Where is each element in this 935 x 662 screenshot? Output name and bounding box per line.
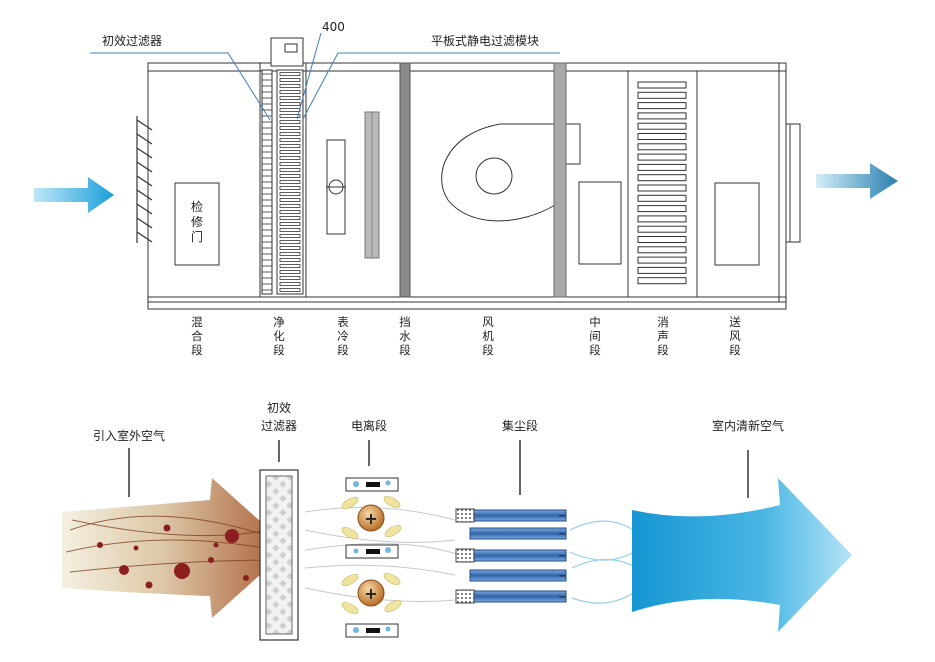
ahu-schematic: 检 修 门: [34, 20, 898, 357]
ion-ball-lower: [357, 579, 385, 607]
dirty-air-streaks: [65, 515, 286, 573]
collector-plate: −: [469, 569, 567, 582]
ion-plus-upper: +: [364, 509, 377, 528]
intermediate-bar: [553, 62, 567, 298]
silencer: [637, 81, 687, 285]
inlet-louver: [136, 116, 153, 243]
label-ionization: 电离段: [351, 418, 387, 433]
collector-plate: −: [455, 508, 567, 523]
label-primary-filter: 初效过滤器: [102, 33, 162, 48]
clean-airflow-curves: [569, 520, 641, 604]
label-outdoor-air: 引入室外空气: [93, 428, 165, 443]
pollutant-particles: [97, 524, 249, 589]
ionization-section: + +: [341, 477, 402, 638]
ion-ball-upper: [357, 504, 385, 532]
access-door-label-3: 门: [191, 229, 203, 244]
section-label: 消声段: [657, 315, 669, 357]
ion-plate-middle: [345, 544, 399, 559]
clean-air-arrow: [632, 478, 852, 632]
plate-minus-symbol: −: [558, 511, 566, 522]
collector-plate: −: [469, 527, 567, 540]
dirty-air-arrow: [62, 478, 290, 618]
fan-unit: [441, 123, 581, 222]
section-label: 净化段: [273, 315, 285, 357]
plate-minus-symbol: −: [558, 571, 566, 582]
plate-minus-symbol: −: [558, 592, 566, 603]
cooling-coil: [326, 111, 380, 259]
plate-minus-symbol: −: [558, 551, 566, 562]
label-dimension: 400: [322, 20, 345, 34]
ion-plate-bottom: [345, 623, 399, 638]
plate-minus-symbol: −: [558, 529, 566, 540]
outlet-flange: [785, 123, 801, 243]
ion-plus-lower: +: [364, 584, 377, 603]
supply-door: [714, 182, 760, 266]
section-label: 中间段: [589, 315, 601, 357]
section-labels: 混合段 净化段 表冷段 挡水段 风机段 中间段 消声段 送风段: [191, 315, 741, 357]
label-pointers: [128, 440, 749, 498]
label-primary-filter-2: 过滤器: [261, 419, 297, 433]
section-label: 混合段: [191, 315, 203, 357]
outlet-flow-arrow: [816, 163, 898, 199]
inlet-flow-arrow: [34, 177, 114, 213]
ion-sparks: [341, 496, 402, 614]
label-collection: 集尘段: [502, 418, 538, 433]
intermediate-door: [578, 181, 622, 265]
ion-plate-top: [345, 477, 399, 492]
label-esp-module: 平板式静电过滤模块: [431, 34, 539, 48]
collector-plate: −: [455, 548, 567, 563]
section-label: 风机段: [482, 315, 494, 357]
label-clean-air: 室内清新空气: [712, 418, 784, 433]
section-label: 挡水段: [399, 315, 411, 357]
access-door-label-1: 检: [191, 199, 203, 214]
callout-lines: [90, 32, 560, 121]
section-label: 表冷段: [337, 315, 349, 357]
section-label: 送风段: [729, 315, 741, 357]
collector-plates: − − − − −: [455, 508, 567, 604]
access-door-label-2: 修: [191, 214, 203, 229]
label-primary-filter-1: 初效: [267, 400, 291, 415]
purification-flow: 引入室外空气 初效 过滤器 电离段 集尘段 室内清新空气: [62, 400, 852, 641]
access-door: [174, 182, 220, 266]
filter-module: [259, 37, 307, 297]
section-dividers: [627, 63, 780, 302]
collector-plate: −: [455, 589, 567, 604]
mist-eliminator: [399, 62, 411, 298]
primary-filter-panel: [259, 469, 299, 641]
